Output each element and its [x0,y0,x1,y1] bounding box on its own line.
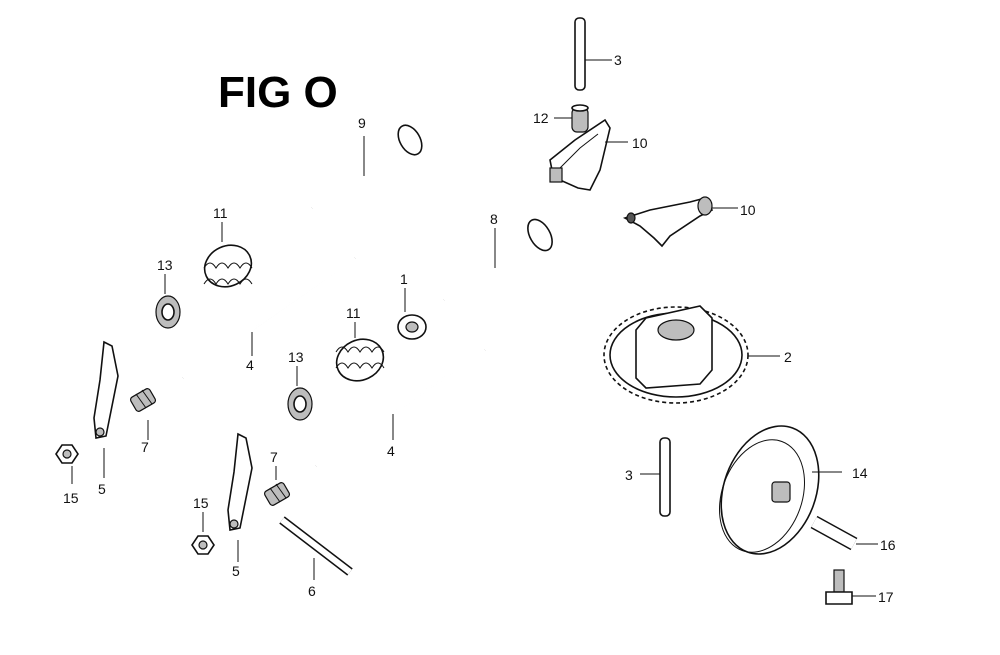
governor-pin [810,515,878,551]
callout-11-lower: 11 [346,305,361,321]
pin-lower [640,437,671,517]
callout-3-top: 3 [614,52,622,68]
nut-right [191,512,215,555]
callout-17: 17 [878,589,894,605]
callout-3-lower: 3 [625,467,633,483]
valve-upper [311,124,423,210]
spring-retainer-lower [287,366,313,421]
spring-retainer-upper [155,274,181,329]
callout-13-lower: 13 [288,349,304,365]
callout-15-right: 15 [193,495,209,511]
callout-9: 9 [358,115,366,131]
push-rod-lower [315,349,486,467]
callout-2: 2 [784,349,792,365]
valve-retainer [397,288,427,340]
figure-title: FIG O [218,68,338,117]
callout-12: 12 [533,110,549,126]
camshaft-gear [603,305,780,404]
cam-follower-right [227,432,253,562]
pin-top [574,17,612,91]
callout-4-lower: 4 [387,443,395,459]
push-rod-upper [182,257,356,379]
rocker-arm-lower [622,196,738,248]
callout-14: 14 [852,465,868,481]
callout-5-right: 5 [232,563,240,579]
callout-7-right: 7 [270,449,278,465]
callout-7-left: 7 [141,439,149,455]
valve-spring-lower [335,322,385,382]
collar [554,104,589,133]
callout-6: 6 [308,583,316,599]
callout-1: 1 [400,271,408,287]
adjuster-left [129,388,157,440]
callout-15-left: 15 [63,490,79,506]
governor-disc [718,425,842,555]
adjuster-right [263,466,291,506]
valve-spring-upper [203,222,253,288]
valve-lower [443,218,553,302]
callout-11-upper: 11 [213,205,228,221]
rocker-arm-upper [549,118,628,191]
callout-8: 8 [490,211,498,227]
callout-5-left: 5 [98,481,106,497]
callout-10-lower: 10 [740,202,756,218]
callout-10-upper: 10 [632,135,648,151]
callout-4-upper: 4 [246,357,254,373]
callout-13-upper: 13 [157,257,173,273]
nut-left [55,444,79,484]
rocker-shaft [279,516,353,580]
callout-16: 16 [880,537,896,553]
cam-follower-left [93,340,119,478]
flange-bolt [825,569,876,605]
